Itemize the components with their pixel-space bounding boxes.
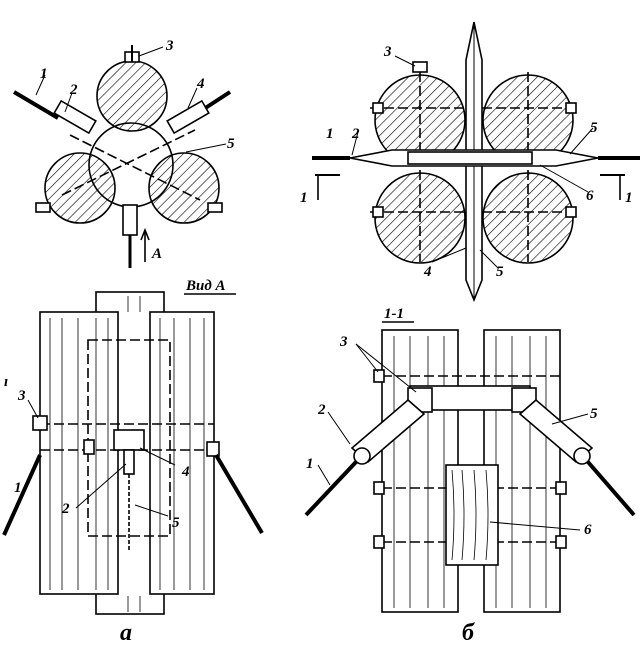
bolt-left-inner: [83, 439, 95, 455]
panel-a-top-view: [12, 45, 232, 268]
callout-b-sec-3: 3: [339, 334, 348, 350]
tensioner-4: [166, 99, 210, 135]
callout-b-1: 1: [326, 126, 334, 142]
callout-3-side: 3: [17, 388, 26, 404]
wood-grain-b: [393, 336, 547, 608]
tensioner-2-side: [123, 449, 135, 475]
tensioner-2: [53, 99, 97, 135]
bolt-b-r3: [555, 535, 567, 549]
log-right: [148, 152, 220, 224]
bolt-nut-left: [35, 202, 51, 213]
callout-5-side: 5: [172, 515, 180, 531]
section-label-right: 1: [625, 190, 633, 206]
cable-b-section-right: [586, 460, 636, 517]
arrow-label-a: A: [151, 246, 162, 262]
log-front-left: [39, 311, 119, 595]
panel-a-side-view: [32, 291, 220, 615]
bolt-3-side: [32, 415, 48, 431]
panel-b-section: [350, 329, 594, 613]
leaders-a-top: [35, 46, 227, 153]
nut-b-top: [412, 61, 428, 73]
bolt-nut-right: [207, 202, 223, 213]
bolt-b-r2: [555, 481, 567, 495]
tensioner-eye-right: [573, 447, 591, 465]
spacer-6: [407, 151, 533, 165]
callout-1: 1: [40, 66, 48, 82]
callout-5: 5: [227, 136, 235, 152]
cable-left: [12, 90, 60, 120]
section-title: 1-1: [384, 306, 404, 322]
bolt-b-l3: [373, 535, 385, 549]
callout-2-side: 2: [61, 501, 70, 517]
spacer-grain: [451, 469, 489, 561]
callout-b-sec-2: 2: [317, 402, 326, 418]
cable-side-right: [214, 453, 264, 535]
caption-a: а: [120, 620, 132, 646]
callout-b-sec-6: 6: [584, 522, 592, 538]
bolt-b-3a: [373, 369, 385, 383]
callout-b-sec-5: 5: [590, 406, 598, 422]
leaders-a-side: [17, 399, 176, 517]
leaders-b-top: [351, 55, 594, 269]
callout-b-sec-1: 1: [306, 456, 314, 472]
nut-b-right: [565, 102, 577, 114]
bolt-b-l2: [373, 481, 385, 495]
tick-mark: ı: [4, 374, 8, 390]
nut-b-right2: [565, 206, 577, 218]
log-top: [96, 60, 168, 132]
nut-b-left: [372, 102, 384, 114]
callout-b-3: 3: [383, 44, 392, 60]
arrow-view-a-head: [140, 227, 150, 241]
log-front-right: [149, 311, 215, 595]
callout-2: 2: [69, 82, 78, 98]
section-label-left: 1: [300, 190, 308, 206]
dashed-bolt-line: [61, 129, 196, 196]
tensioner-bottom: [122, 204, 138, 236]
caption-b: б: [462, 620, 475, 646]
callout-b-4: 4: [423, 264, 432, 280]
view-a-title: Вид А: [185, 278, 226, 294]
leaders-b-section: [317, 343, 589, 531]
log-left: [44, 152, 116, 224]
callout-b-2: 2: [351, 126, 360, 142]
hidden-plate: [87, 339, 171, 537]
spacer-block-6: [445, 464, 499, 566]
callout-4-side: 4: [181, 464, 190, 480]
callout-b-6: 6: [586, 188, 594, 204]
callout-1-side: 1: [14, 480, 22, 496]
nut-b-left2: [372, 206, 384, 218]
bolt-right-side: [206, 441, 220, 457]
bracket-4: [113, 429, 145, 451]
tensioner-eye-left: [353, 447, 371, 465]
callout-b-5: 5: [590, 120, 598, 136]
callout-3: 3: [165, 38, 174, 54]
wood-grain: [49, 296, 205, 612]
cable-b-section-left: [304, 460, 358, 517]
callout-b-5-lower: 5: [496, 264, 504, 280]
callout-4: 4: [196, 76, 205, 92]
panel-b-top-view: [312, 21, 640, 303]
